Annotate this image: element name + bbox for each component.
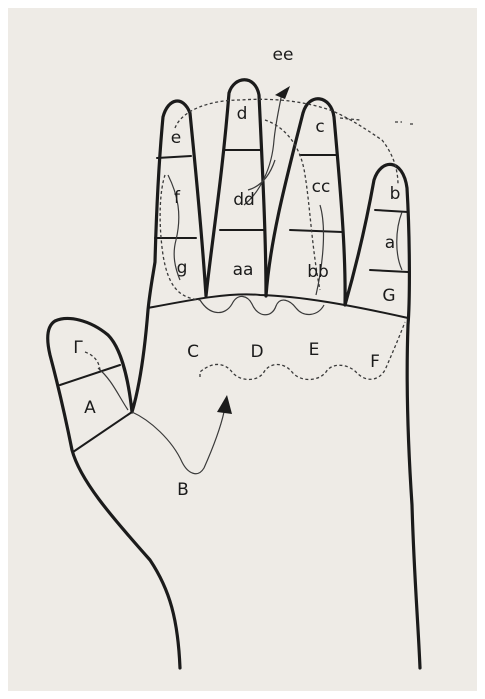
label-aa: aa (233, 260, 254, 280)
ee-arrow-head (275, 86, 290, 99)
label-F: F (370, 352, 380, 372)
label-G: G (382, 286, 395, 306)
label-ee: ee (273, 45, 294, 65)
label-A: A (84, 398, 96, 418)
label-D: D (250, 342, 263, 362)
label-f: f (174, 188, 181, 208)
label-d: d (237, 104, 248, 124)
index-finger-joint-1 (375, 210, 408, 212)
label-gamma: Γ (73, 338, 83, 358)
label-bb: bb (307, 262, 329, 282)
thumb-to-A-curve (98, 368, 128, 410)
little-finger-joint-1 (157, 156, 191, 158)
middle-finger-joint-2 (290, 230, 342, 232)
label-g: g (177, 258, 188, 278)
label-C: C (187, 342, 199, 362)
label-c: c (315, 117, 324, 137)
label-e: e (171, 128, 181, 148)
label-a: a (385, 233, 395, 253)
label-b: b (390, 184, 401, 204)
index-finger-joint-2 (370, 270, 408, 272)
label-E: E (309, 340, 320, 360)
thumb-joint-2 (73, 412, 132, 452)
finger-base-line (148, 294, 408, 318)
fingertip-loop-path (160, 99, 398, 300)
label-dd: dd (233, 190, 255, 210)
a-curve (397, 212, 402, 270)
thumb-to-B-curve (132, 412, 224, 474)
B-arrow-head (217, 395, 232, 414)
label-B: B (177, 480, 189, 500)
gamma-dash (85, 352, 100, 372)
label-cc: cc (312, 177, 331, 197)
